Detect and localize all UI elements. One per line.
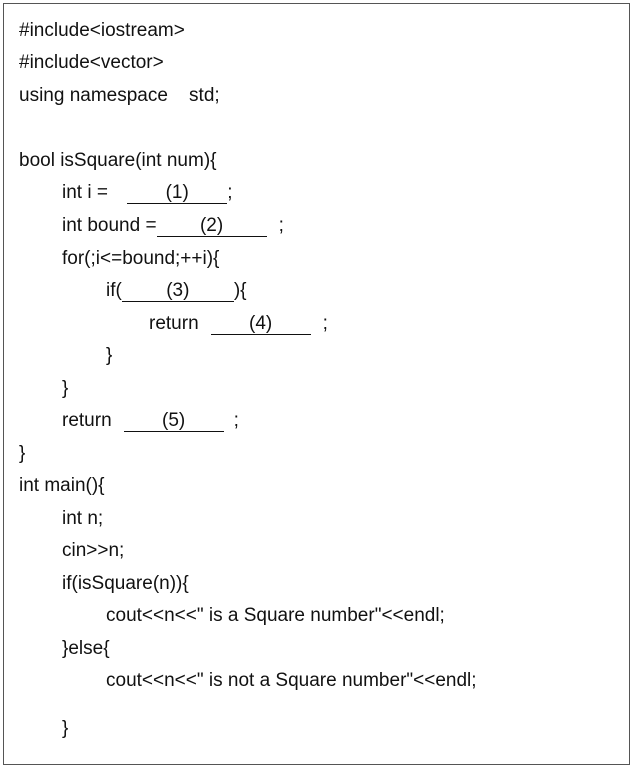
blank-label: (1)	[165, 182, 189, 203]
code-text: ){	[233, 280, 247, 301]
code-text: for(;i<=bound;++i){	[62, 248, 220, 269]
code-line-cout-not-square: cout<<n<<" is not a Square number"<<endl…	[106, 669, 477, 693]
code-line-return-outer: return (5);	[62, 409, 239, 433]
code-text: int i =	[62, 182, 114, 203]
blank-4[interactable]: (4)	[210, 313, 311, 335]
code-line-int-bound: int bound = (2);	[62, 214, 284, 238]
code-text: if(isSquare(n)){	[62, 573, 189, 594]
code-text: return	[62, 410, 112, 431]
blank-2[interactable]: (2)	[156, 215, 267, 237]
code-line-cin: cin>>n;	[62, 539, 124, 563]
blank-label: (2)	[199, 215, 224, 236]
blank-3[interactable]: (3)	[121, 280, 234, 302]
code-line-close-for: }	[62, 377, 68, 401]
code-text: #include<vector>	[19, 52, 164, 73]
code-text: ;	[278, 215, 284, 236]
blank-1[interactable]: (1)	[127, 182, 228, 204]
code-line-main-signature: int main(){	[19, 474, 105, 498]
code-text: ;	[227, 182, 233, 203]
code-line-using-namespace: using namespace std;	[19, 84, 220, 108]
code-block: #include<iostream> #include<vector> usin…	[4, 4, 629, 764]
code-text: int bound =	[62, 215, 157, 236]
code-text: return	[149, 313, 199, 334]
code-text: #include<iostream>	[19, 20, 185, 41]
code-line-close-if: }	[106, 344, 112, 368]
code-text: if(	[106, 280, 122, 301]
blank-5[interactable]: (5)	[123, 410, 224, 432]
blank-label: (3)	[166, 280, 190, 301]
code-line-return-inner: return (4);	[149, 312, 328, 336]
code-text: cin>>n;	[62, 540, 125, 561]
code-text: }else{	[62, 638, 110, 659]
blank-label: (5)	[162, 410, 186, 431]
code-line-if: if( (3) ){	[106, 279, 247, 303]
code-line-include-vector: #include<vector>	[19, 51, 164, 75]
code-text: int n;	[62, 508, 104, 529]
code-line-int-n: int n;	[62, 507, 103, 531]
code-text: }	[62, 378, 69, 399]
blank-label: (4)	[249, 313, 273, 334]
code-text: }	[62, 718, 69, 739]
code-line-cout-is-square: cout<<n<<" is a Square number"<<endl;	[106, 604, 445, 628]
code-text: bool isSquare(int num){	[19, 150, 217, 171]
code-text: cout<<n<<" is not a Square number"<<endl…	[106, 670, 477, 691]
code-text: cout<<n<<" is a Square number"<<endl;	[106, 605, 445, 626]
code-line-else: }else{	[62, 637, 110, 661]
code-text: }	[106, 345, 113, 366]
code-text: using namespace std;	[19, 85, 220, 106]
code-line-include-iostream: #include<iostream>	[19, 19, 185, 43]
code-line-int-i: int i = (1);	[62, 181, 233, 205]
code-line-func-signature: bool isSquare(int num){	[19, 149, 217, 173]
code-text: ;	[322, 313, 328, 334]
code-text: }	[19, 443, 26, 464]
code-line-for-loop: for(;i<=bound;++i){	[62, 247, 219, 271]
code-line-close-else: }	[62, 717, 68, 741]
code-line-if-square: if(isSquare(n)){	[62, 572, 189, 596]
code-frame: #include<iostream> #include<vector> usin…	[3, 3, 630, 765]
code-text: ;	[233, 410, 239, 431]
code-text: int main(){	[19, 475, 105, 496]
code-line-close-func: }	[19, 442, 25, 466]
